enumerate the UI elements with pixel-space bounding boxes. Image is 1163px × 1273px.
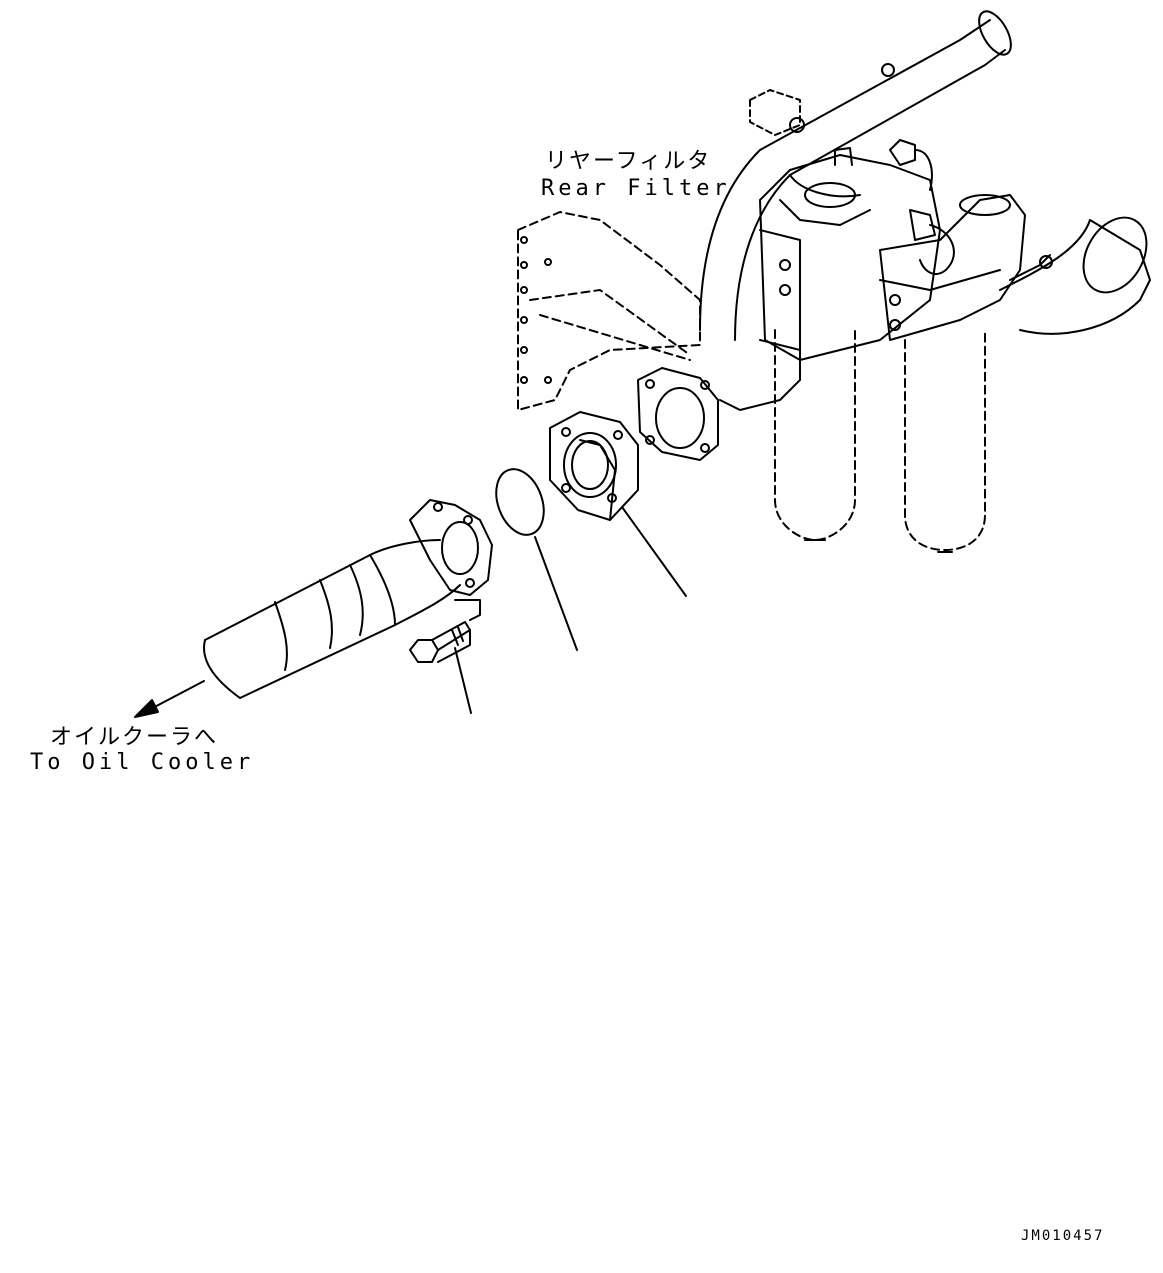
arrow-to-oil-cooler: [134, 680, 205, 718]
rear-filter-assembly: [517, 10, 1151, 553]
leader-line-bolt: [454, 647, 472, 714]
rear-filter-label-jp: リヤーフィルタ: [545, 149, 712, 174]
leader-line-o-ring: [534, 536, 578, 651]
oil-cooler-label-jp: オイルクーラへ: [50, 725, 219, 750]
figure-code: JM010457: [1021, 1228, 1105, 1244]
filter-inlet-flange: [637, 367, 719, 461]
hose-assembly: [203, 499, 493, 699]
leader-line-split-flange: [621, 506, 687, 597]
bolt-part: [409, 621, 471, 663]
split-flange-part: [549, 411, 639, 521]
rear-filter-label-en: Rear Filter: [541, 176, 731, 201]
o-ring-part: [495, 468, 545, 536]
oil-cooler-label-en: To Oil Cooler: [30, 750, 255, 775]
